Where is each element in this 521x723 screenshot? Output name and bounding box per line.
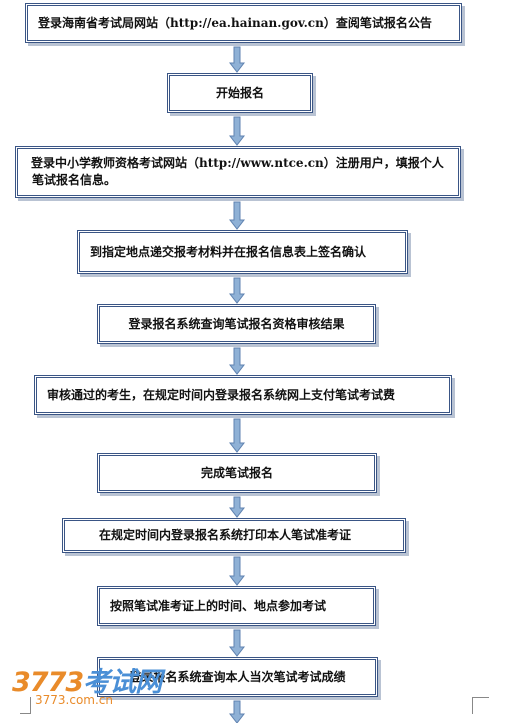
step-10-box: 登录报名系统查询本人当次笔试考试成绩 — [97, 657, 378, 697]
down-arrow-6 — [228, 418, 246, 453]
step-8-text: 在规定时间内登录报名系统打印本人笔试准考证 — [99, 528, 352, 542]
down-arrow-1 — [228, 46, 246, 73]
step-10-text: 登录报名系统查询本人当次笔试考试成绩 — [129, 669, 346, 684]
step-2-text: 开始报名 — [215, 85, 264, 100]
step-4-box: 到指定地点递交报考材料并在报名信息表上签名确认 — [77, 230, 408, 274]
step-5-text: 登录报名系统查询笔试报名资格审核结果 — [128, 316, 345, 331]
step-8-box: 在规定时间内登录报名系统打印本人笔试准考证 — [62, 518, 406, 553]
step-9-text: 按照笔试准考证上的时间、地点参加考试 — [110, 598, 327, 613]
down-arrow-2 — [228, 116, 246, 146]
down-arrow-3 — [228, 201, 246, 230]
watermark-chinese: 考试网 — [83, 667, 162, 698]
watermark-domain: 3773.com.cn — [35, 693, 113, 707]
step-3-box: 登录中小学教师资格考试网站（http://www.ntce.cn）注册用户，填报… — [15, 146, 461, 198]
down-arrow-7 — [228, 496, 246, 518]
down-arrow-4 — [228, 277, 246, 304]
step-7-box: 完成笔试报名 — [97, 453, 377, 493]
watermark-number: 3773 — [12, 667, 84, 698]
watermark-logo: 3773考试网 — [12, 660, 162, 699]
step-2-box: 开始报名 — [167, 73, 313, 113]
down-arrow-10 — [228, 700, 246, 723]
step-6-text: 审核通过的考生，在规定时间内登录报名系统网上支付笔试考试费 — [47, 387, 396, 402]
step-4-text: 到指定地点递交报考材料并在报名信息表上签名确认 — [90, 244, 367, 259]
step-1-box: 登录海南省考试局网站（http://ea.hainan.gov.cn）查阅笔试报… — [25, 3, 462, 43]
step-6-box: 审核通过的考生，在规定时间内登录报名系统网上支付笔试考试费 — [34, 375, 452, 415]
corner-mark-left — [20, 697, 31, 714]
corner-mark-right — [472, 697, 489, 714]
step-5-box: 登录报名系统查询笔试报名资格审核结果 — [97, 304, 376, 344]
down-arrow-5 — [228, 347, 246, 375]
down-arrow-9 — [228, 629, 246, 657]
step-7-text: 完成笔试报名 — [200, 465, 273, 480]
down-arrow-8 — [228, 556, 246, 586]
step-3-text: 登录中小学教师资格考试网站（http://www.ntce.cn）注册用户，填报… — [31, 156, 444, 187]
step-9-box: 按照笔试准考证上的时间、地点参加考试 — [97, 586, 376, 626]
step-1-text: 登录海南省考试局网站（http://ea.hainan.gov.cn）查阅笔试报… — [38, 15, 432, 30]
